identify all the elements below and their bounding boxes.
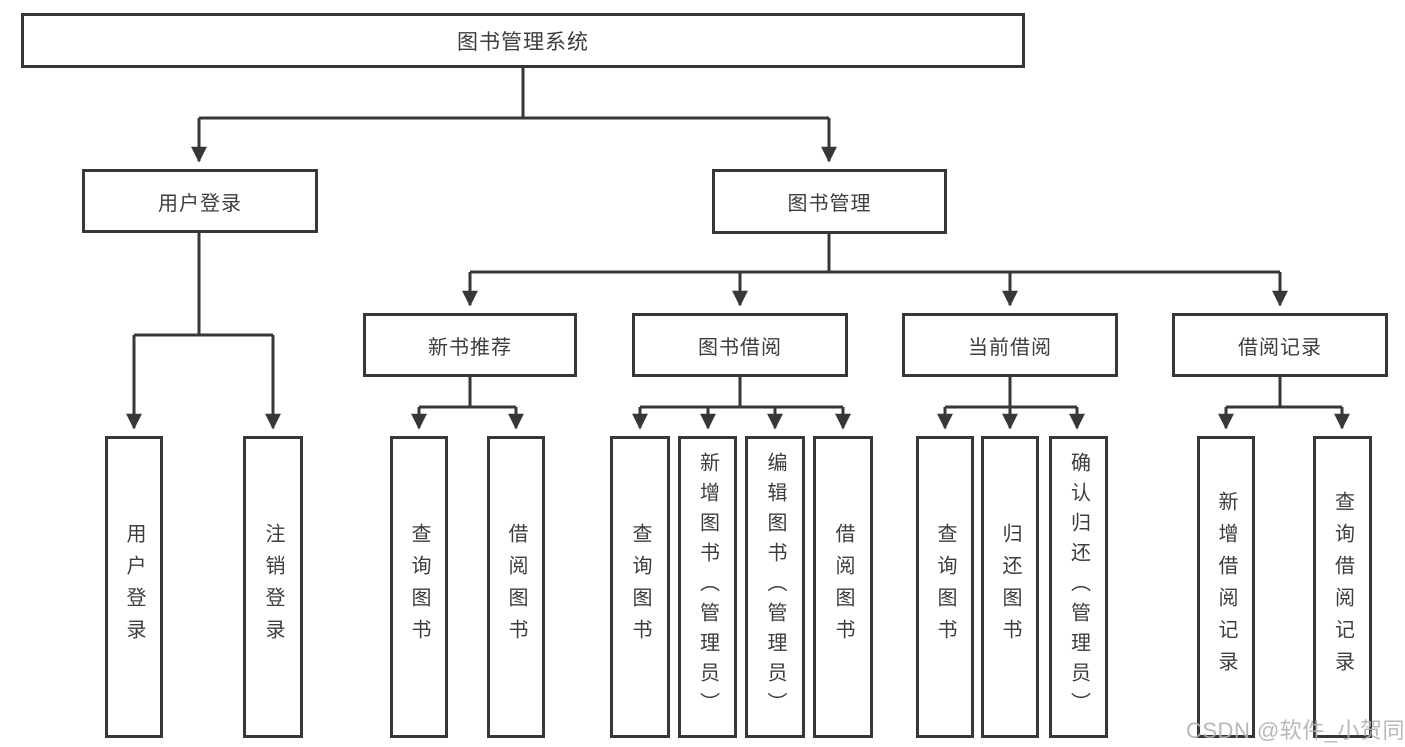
- node-user-login: 用户登录: [82, 169, 318, 233]
- leaf-return-books: 归还图书: [981, 436, 1039, 738]
- node-label: 确认归还（管理员）: [1067, 452, 1090, 722]
- leaf-user-login: 用户登录: [105, 436, 163, 738]
- leaf-query-books: 查询图书: [610, 436, 670, 738]
- leaf-query-books: 查询图书: [916, 436, 974, 738]
- node-label: 图书管理系统: [457, 30, 589, 54]
- node-label: 借阅图书: [505, 523, 527, 651]
- leaf-add-borrow-record: 新增借阅记录: [1197, 436, 1255, 738]
- node-label: 查询借阅记录: [1331, 491, 1354, 683]
- node-label: 新书推荐: [428, 336, 512, 359]
- node-label: 用户登录: [158, 192, 242, 215]
- node-borrowing-records: 借阅记录: [1172, 313, 1388, 377]
- node-label: 查询图书: [934, 523, 956, 651]
- node-book-borrowing: 图书借阅: [632, 313, 848, 377]
- node-library-management-system: 图书管理系统: [21, 13, 1025, 68]
- leaf-borrow-books: 借阅图书: [813, 436, 873, 738]
- node-book-management: 图书管理: [712, 169, 947, 234]
- node-label: 图书管理: [787, 193, 872, 215]
- node-label: 用户登录: [123, 523, 145, 651]
- node-label: 借阅记录: [1238, 336, 1322, 359]
- leaf-logout: 注销登录: [243, 436, 303, 738]
- leaf-query-books: 查询图书: [390, 436, 448, 738]
- node-label: 查询图书: [629, 523, 651, 651]
- csdn-watermark: CSDN @软件_小贺同学: [1186, 718, 1405, 743]
- node-current-borrowing: 当前借阅: [902, 313, 1118, 377]
- node-label: 新增借阅记录: [1215, 491, 1237, 683]
- node-label: 借阅图书: [832, 523, 854, 651]
- node-label: 编辑图书（管理员）: [764, 452, 786, 722]
- leaf-add-book-admin: 新增图书（管理员）: [678, 436, 737, 738]
- leaf-query-borrow-record: 查询借阅记录: [1313, 436, 1372, 738]
- leaf-confirm-return-admin: 确认归还（管理员）: [1049, 436, 1108, 738]
- node-label: 当前借阅: [968, 336, 1052, 359]
- node-label: 归还图书: [999, 523, 1021, 651]
- leaf-borrow-books: 借阅图书: [487, 436, 545, 738]
- leaf-edit-book-admin: 编辑图书（管理员）: [745, 436, 805, 738]
- node-label: 查询图书: [408, 523, 430, 651]
- node-label: 图书借阅: [698, 336, 782, 359]
- node-new-book-recommendation: 新书推荐: [363, 313, 577, 377]
- node-label: 注销登录: [262, 523, 284, 651]
- node-label: 新增图书（管理员）: [696, 452, 719, 722]
